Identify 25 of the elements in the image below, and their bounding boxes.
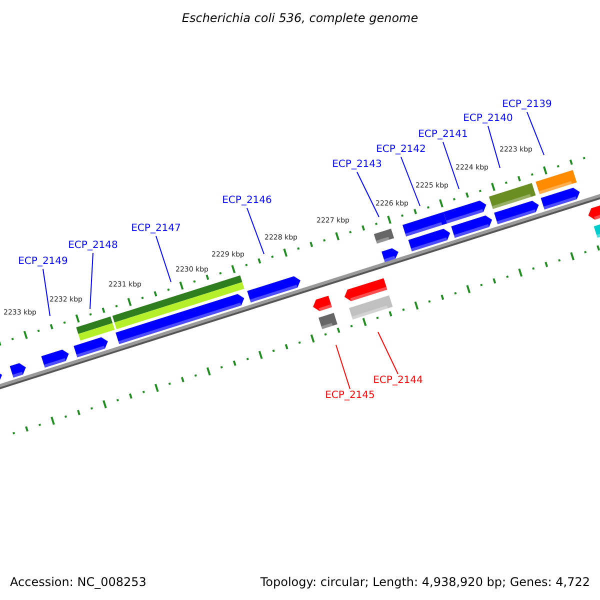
leader-line	[356, 172, 380, 218]
title: Escherichia coli 536, complete genome	[182, 12, 418, 24]
genome-info-text: Topology: circular; Length: 4,938,920 bp; Genes: 4,722	[260, 576, 590, 588]
leader-line	[42, 268, 50, 316]
gene-label: ECP_2146	[222, 196, 272, 206]
gene-label: ECP_2148	[68, 241, 118, 251]
leader-line	[488, 126, 500, 168]
gene-label: ECP_2144	[373, 376, 423, 386]
leader-line	[246, 208, 264, 254]
leader-line	[90, 252, 94, 310]
gene-label: ECP_2143	[332, 160, 382, 170]
gene-label: ECP_2140	[463, 114, 513, 124]
gene-label: ECP_2147	[131, 224, 181, 234]
gene-label: ECP_2139	[502, 100, 552, 110]
gene-label: ECP_2149	[18, 257, 68, 267]
accession-text: Accession: NC_008253	[10, 576, 146, 588]
gene-label: ECP_2142	[376, 145, 426, 155]
leader-line	[400, 156, 420, 206]
leader-line	[442, 142, 460, 190]
leader-line	[526, 112, 544, 156]
gene-label: ECP_2145	[325, 391, 375, 401]
leader-line	[378, 332, 398, 374]
leader-line	[156, 236, 172, 282]
gene-label: ECP_2141	[418, 130, 468, 140]
leader-line	[336, 344, 350, 390]
